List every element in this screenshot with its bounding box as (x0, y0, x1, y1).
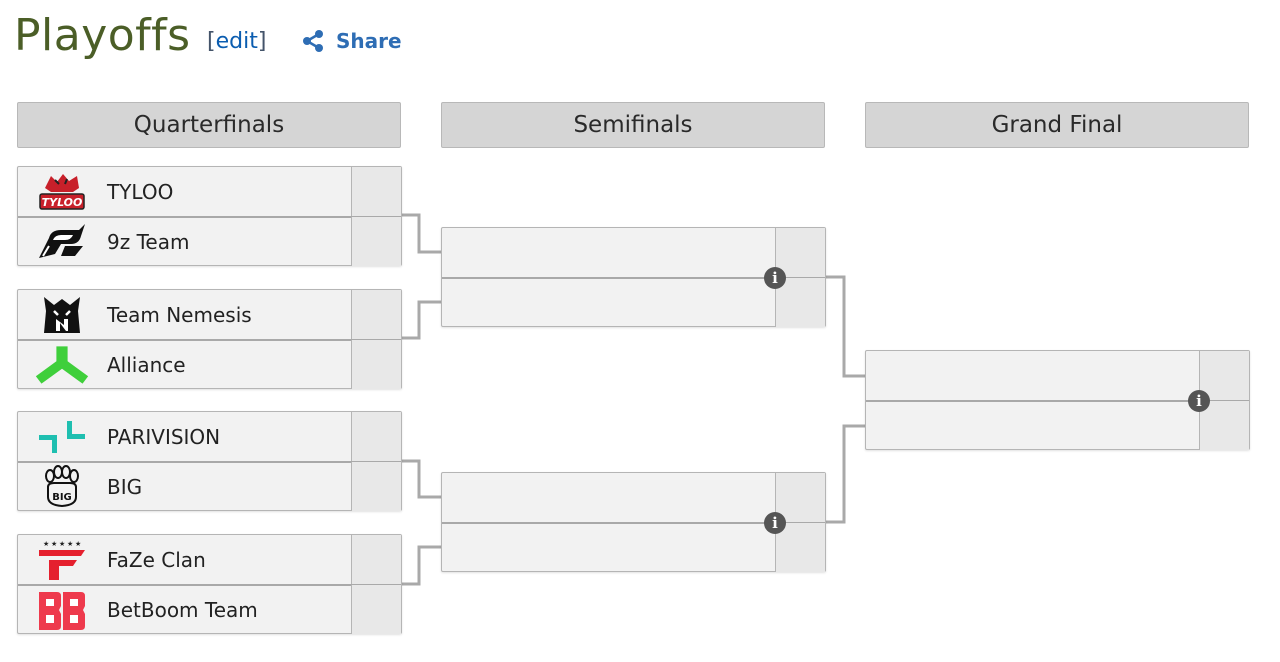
match-slot[interactable] (442, 278, 825, 327)
9z-logo-icon (34, 219, 90, 265)
match-qf4[interactable]: ★★★★★ FaZe Clan BetBoom Team (17, 534, 402, 634)
big-logo-icon: BIG (34, 464, 90, 510)
match-qf2[interactable]: Team Nemesis Alliance (17, 289, 402, 389)
match-qf3[interactable]: PARIVISION BIG BIG (17, 411, 402, 511)
team-nemesis-logo-icon (34, 292, 90, 338)
match-slot[interactable] (442, 473, 825, 524)
score-cell (351, 217, 401, 266)
edit-link[interactable]: edit (215, 29, 258, 54)
svg-text:★: ★ (67, 540, 73, 548)
share-icon (303, 30, 323, 52)
edit-bracket-close: ] (257, 29, 267, 54)
connector-sf2-gf (826, 424, 865, 524)
team-name: PARIVISION (107, 424, 221, 449)
score-cell (351, 412, 401, 461)
page-title: Playoffs (14, 10, 191, 61)
match-sf1[interactable]: i (441, 227, 826, 327)
svg-text:★: ★ (51, 540, 57, 548)
tyloo-logo-icon: TYLOO (34, 169, 90, 215)
svg-text:TYLOO: TYLOO (42, 196, 83, 209)
round-header-grand-final: Grand Final (865, 102, 1249, 148)
score-cell (1199, 401, 1249, 450)
faze-logo-icon: ★★★★★ (34, 537, 90, 583)
match-slot[interactable]: BIG BIG (18, 462, 401, 511)
round-header-quarterfinals: Quarterfinals (17, 102, 401, 148)
match-slot[interactable] (866, 401, 1249, 450)
info-icon[interactable]: i (1188, 390, 1210, 412)
match-slot[interactable]: BetBoom Team (18, 585, 401, 634)
match-qf1[interactable]: TYLOO TYLOO 9z Team (17, 166, 402, 266)
score-cell (351, 340, 401, 389)
score-cell (775, 278, 825, 327)
team-name: Team Nemesis (107, 302, 252, 327)
score-cell (351, 462, 401, 511)
connector-qf3-sf2 (402, 459, 441, 499)
team-name: FaZe Clan (107, 547, 206, 572)
match-slot[interactable]: ★★★★★ FaZe Clan (18, 535, 401, 586)
connector-sf1-gf (826, 275, 865, 378)
round-header-semifinals: Semifinals (441, 102, 825, 148)
team-name: TYLOO (107, 179, 174, 204)
betboom-logo-icon (34, 587, 90, 633)
score-cell (775, 228, 825, 277)
score-cell (351, 290, 401, 339)
share-button[interactable]: Share (302, 28, 402, 54)
connector-qf2-sf1 (402, 300, 441, 340)
info-icon[interactable]: i (764, 267, 786, 289)
share-label: Share (336, 29, 402, 53)
team-name: 9z Team (107, 229, 190, 254)
svg-text:BIG: BIG (52, 492, 72, 503)
score-cell (351, 167, 401, 216)
score-cell (351, 585, 401, 634)
match-grand-final[interactable]: i (865, 350, 1250, 450)
edit-link-wrapper: [edit] (207, 29, 266, 55)
score-cell (775, 473, 825, 522)
connector-qf1-sf1 (402, 213, 441, 254)
svg-text:★: ★ (75, 540, 81, 548)
score-cell (351, 535, 401, 584)
match-slot[interactable]: Alliance (18, 340, 401, 389)
svg-text:★: ★ (43, 540, 49, 548)
match-slot[interactable]: PARIVISION (18, 412, 401, 463)
match-slot[interactable]: Team Nemesis (18, 290, 401, 341)
score-cell (1199, 351, 1249, 400)
connector-qf4-sf2 (402, 545, 441, 586)
match-slot[interactable] (442, 523, 825, 572)
svg-text:★: ★ (59, 540, 65, 548)
score-cell (775, 523, 825, 572)
match-slot[interactable]: TYLOO TYLOO (18, 167, 401, 218)
team-name: BIG (107, 474, 143, 499)
match-slot[interactable] (442, 228, 825, 279)
alliance-logo-icon (34, 342, 90, 388)
info-icon[interactable]: i (764, 512, 786, 534)
match-sf2[interactable]: i (441, 472, 826, 572)
match-slot[interactable]: 9z Team (18, 217, 401, 266)
match-slot[interactable] (866, 351, 1249, 402)
team-name: BetBoom Team (107, 597, 258, 622)
parivision-logo-icon (34, 414, 90, 460)
team-name: Alliance (107, 352, 186, 377)
edit-bracket-open: [ (207, 29, 216, 54)
